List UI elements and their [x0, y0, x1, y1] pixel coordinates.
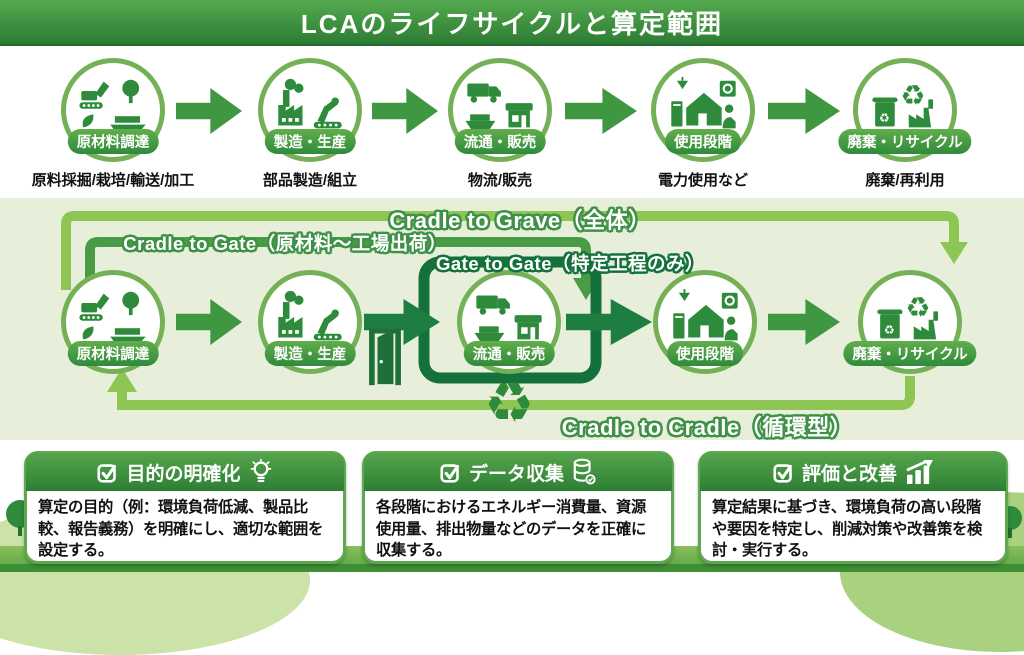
recycle-symbol-icon: ♻ [484, 371, 535, 436]
step-card-data-collection: データ収集 各段階におけるエネルギー消費量、資源使用量、排出物量などのデータを正… [362, 451, 674, 564]
svg-text:♻: ♻ [900, 79, 925, 112]
stage-circle: 使用段階 [651, 58, 755, 162]
stage-distribution-scope: 流通・販売 [457, 270, 561, 374]
step-title: 評価と改善 [801, 463, 897, 485]
checkbox-icon [773, 463, 793, 483]
cradle-to-grave-label: Cradle to Grave（全体） [389, 208, 651, 233]
flow-arrow [768, 88, 840, 134]
house-appliances-icon [671, 77, 736, 129]
stage-raw-materials: 原材料調達 [61, 58, 165, 162]
factory-robot-arm-icon [278, 290, 342, 341]
stage-name: 廃棄・リサイクル [843, 341, 977, 366]
step-card-header: データ収集 [364, 453, 672, 491]
stage-name: 流通・販売 [454, 129, 546, 154]
page-title: LCAのライフサイクルと算定範囲 [0, 0, 1024, 46]
stage-distribution: 流通・販売 [448, 58, 552, 162]
stage-circle: 原材料調達 [61, 58, 165, 162]
svg-text:♻: ♻ [879, 111, 890, 125]
gate-to-gate-label: Gate to Gate（特定工程のみ） [436, 253, 704, 274]
stage-sub-label: 原料採掘/栽培/輸送/加工 [31, 172, 195, 189]
cradle-to-cradle-arrowhead [107, 368, 137, 392]
stage-circle: ♻♻ 廃棄・リサイクル [838, 58, 972, 162]
step-title: 目的の明確化 [126, 463, 241, 485]
stage-circle: 使用段階 [653, 270, 757, 374]
truck-ship-store-icon [465, 83, 533, 130]
flow-arrow [176, 88, 242, 134]
stage-name: 流通・販売 [463, 341, 555, 366]
lightbulb-icon [250, 458, 271, 482]
stage-name: 使用段階 [667, 341, 743, 366]
stage-sub-label: 電力使用など [657, 172, 748, 189]
house-appliances-icon [673, 289, 738, 341]
step-card-header: 評価と改善 [700, 453, 1006, 491]
recycle-trash-factory-icon: ♻♻ [877, 291, 938, 340]
cradle-to-cradle-line [117, 376, 915, 410]
recycle-trash-factory-icon: ♻♻ [872, 79, 933, 128]
step-body: 算定結果に基づき、環境負荷の高い段階や要因を特定し、削減対策や改善策を検討・実行… [712, 499, 982, 560]
stage-use: 使用段階 [651, 58, 755, 162]
stage-circle: 流通・販売 [448, 58, 552, 162]
stage-disposal-recycle: ♻♻ 廃棄・リサイクル [838, 58, 972, 162]
stage-manufacturing-scope: 製造・生産 [258, 270, 362, 374]
stage-circle: 製造・生産 [258, 270, 362, 374]
cradle-to-grave-arrowhead [940, 242, 968, 264]
step-card-evaluation: 評価と改善 算定結果に基づき、環境負荷の高い段階や要因を特定し、削減対策や改善策… [698, 451, 1008, 564]
stage-circle: 製造・生産 [258, 58, 362, 162]
stage-raw-materials-scope: 原材料調達 [61, 270, 165, 374]
stage-name: 原材料調達 [67, 129, 159, 154]
stage-name: 廃棄・リサイクル [838, 129, 972, 154]
excavator-tree-sprout-ship-icon [79, 79, 146, 133]
stage-sub-label: 部品製造/組立 [262, 172, 358, 189]
stage-sub-label: 物流/販売 [467, 172, 533, 189]
step-body: 各段階におけるエネルギー消費量、資源使用量、排出物量などのデータを正確に収集する… [376, 499, 646, 560]
factory-gate-door-icon [366, 326, 404, 391]
stage-sub-label: 廃棄/再利用 [865, 172, 945, 189]
stage-circle: 流通・販売 [457, 270, 561, 374]
stage-name: 使用段階 [665, 129, 741, 154]
stage-circle: 原材料調達 [61, 270, 165, 374]
stage-name: 製造・生産 [264, 129, 356, 154]
excavator-tree-sprout-ship-icon [79, 291, 146, 345]
svg-text:♻: ♻ [905, 291, 930, 324]
step-body: 算定の目的（例：環境負荷低減、製品比較、報告義務）を明確にし、適切な範囲を設定す… [38, 499, 323, 560]
cradle-to-gate-label: Cradle to Gate（原材料～工場出荷） [123, 233, 447, 254]
truck-ship-store-icon [474, 295, 542, 342]
flow-arrow [372, 88, 438, 134]
stage-name: 製造・生産 [264, 341, 356, 366]
cradle-to-gate-line [85, 237, 591, 284]
factory-robot-arm-icon [278, 78, 342, 129]
step-card-header: 目的の明確化 [26, 453, 344, 491]
scope-brackets-graphic [61, 211, 968, 410]
cradle-to-cradle-label: Cradle to Cradle（循環型） [561, 415, 853, 440]
stage-use-scope: 使用段階 [653, 270, 757, 374]
stage-circle: ♻♻ 廃棄・リサイクル [843, 270, 977, 374]
grass-band-dark [0, 564, 1024, 572]
stage-name: 原材料調達 [67, 341, 159, 366]
stage-manufacturing: 製造・生産 [258, 58, 362, 162]
cradle-to-grave-line [61, 211, 959, 290]
svg-text:♻: ♻ [884, 323, 895, 337]
database-icon [573, 458, 596, 485]
checkbox-icon [440, 463, 460, 483]
step-title: データ収集 [468, 463, 564, 485]
chart-icon [906, 460, 933, 484]
checkbox-icon [97, 463, 117, 483]
flow-arrow [565, 88, 637, 134]
stage-disposal-recycle-scope: ♻♻ 廃棄・リサイクル [843, 270, 977, 374]
step-card-purpose: 目的の明確化 算定の目的（例：環境負荷低減、製品比較、報告義務）を明確にし、適切… [24, 451, 346, 564]
